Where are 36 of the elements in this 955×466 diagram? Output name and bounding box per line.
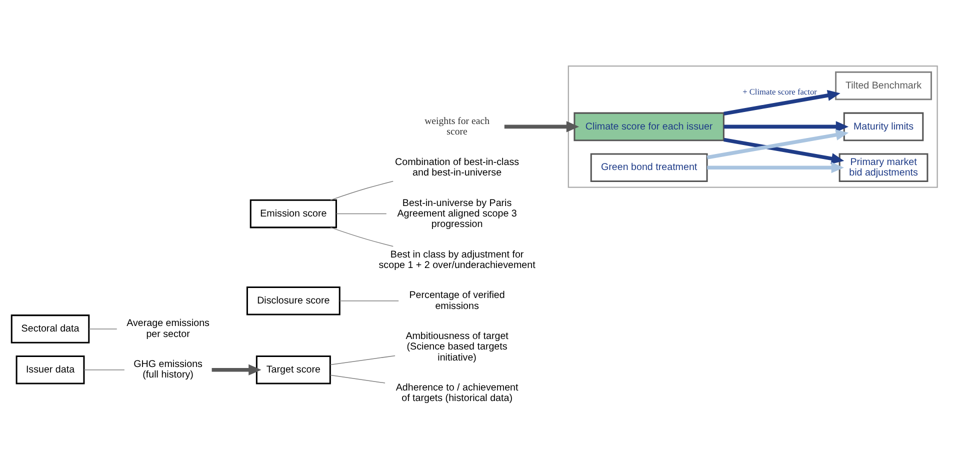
node-text: weights for each score <box>424 115 490 138</box>
arrow <box>504 120 580 132</box>
node-text: GHG emissions (full history) <box>134 358 202 380</box>
node-box: Primary market bid adjustments <box>838 152 928 182</box>
connector <box>330 180 394 200</box>
connector <box>84 368 125 370</box>
arrow <box>707 162 844 173</box>
node-box: Tilted Benchmark <box>835 70 932 100</box>
arrow <box>724 137 844 164</box>
connector <box>336 212 387 214</box>
node-box: Disclosure score <box>246 286 340 315</box>
node-box: Issuer data <box>16 354 85 384</box>
node-text: Ambitiousness of target (Science based targets initiative) <box>406 330 508 363</box>
node-box: Target score <box>256 354 331 384</box>
node-text: Percentage of verified emissions <box>409 290 505 312</box>
node-text: Best in class by adjustment for scope 1 + 2 over/underachievement <box>378 248 536 270</box>
node-box: Climate score for each issuer <box>574 112 724 141</box>
edge-label: + Climate score factor <box>742 87 817 96</box>
connector <box>330 354 396 365</box>
node-text: Average emissions per sector <box>126 318 210 340</box>
connector <box>330 226 394 246</box>
node-text: Adherence to / achievement of targets (historical data) <box>396 382 518 404</box>
node-text: Best-in-universe by Paris Agreement aligned scope 3 progression <box>397 197 517 230</box>
arrow <box>706 128 849 159</box>
arrow <box>212 364 262 375</box>
arrow <box>724 89 840 116</box>
arrow <box>724 120 849 132</box>
cluster <box>568 65 938 188</box>
node-box: Green bond treatment <box>590 152 708 182</box>
node-text: Combination of best-in-class and best-in-universe <box>395 156 520 178</box>
node-box: Maturity limits <box>843 112 924 141</box>
node-box: Emission score <box>250 198 337 228</box>
connector <box>88 328 118 329</box>
connector <box>330 374 386 383</box>
connector <box>339 300 399 301</box>
node-box: Sectoral data <box>10 314 90 343</box>
